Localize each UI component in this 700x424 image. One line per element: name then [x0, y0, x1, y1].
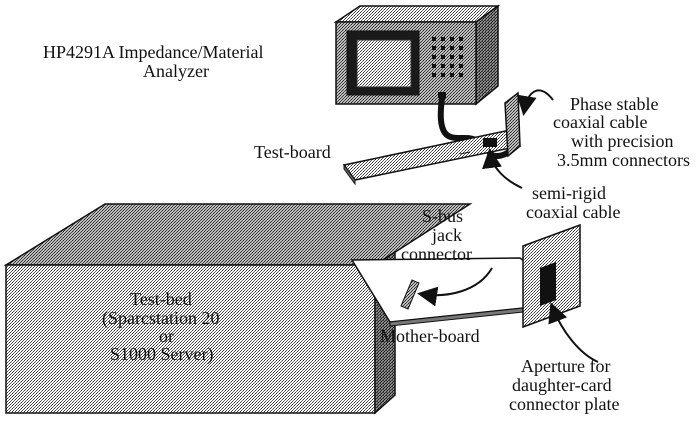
sbus-label-line2: jack — [431, 225, 462, 245]
semirigid-label-line2: coaxial cable — [526, 202, 620, 222]
cable-leader-arrow — [516, 89, 554, 116]
aperture-label-line3: connector plate — [509, 394, 619, 414]
keypad-key — [450, 46, 454, 50]
aperture-leader-arrow — [548, 302, 599, 363]
keypad-key — [441, 73, 445, 77]
test-board-connector — [483, 138, 497, 147]
keypad-key — [459, 46, 463, 50]
test-board — [342, 91, 522, 186]
keypad-key — [450, 37, 454, 41]
keypad-key — [432, 37, 436, 41]
keypad-key — [432, 55, 436, 59]
keypad-key — [450, 73, 454, 77]
keypad-key — [432, 46, 436, 50]
analyzer-keypad — [432, 37, 463, 77]
aperture-label-line1: Aperture for — [521, 356, 610, 376]
sbus-label-line1: S-bus — [422, 206, 463, 226]
test-board-label: Test-board — [254, 142, 331, 162]
keypad-key — [432, 64, 436, 68]
analyzer-side — [475, 4, 499, 106]
labels: HP4291A Impedance/Material Analyzer Phas… — [43, 42, 690, 414]
keypad-key — [441, 64, 445, 68]
test-bed-label-line2: (Sparcstation 20 — [102, 308, 219, 329]
keypad-key — [441, 55, 445, 59]
keypad-key — [450, 64, 454, 68]
keypad-key — [441, 37, 445, 41]
impedance-analyzer — [333, 4, 501, 106]
analyzer-label-line2: Analyzer — [143, 61, 209, 81]
test-board-divider — [459, 151, 471, 155]
test-bed-front — [5, 264, 376, 414]
test-bed-label-line1: Test-bed — [130, 289, 192, 309]
test-bed-label-line4: S1000 Server) — [110, 344, 213, 365]
test-board-panel — [504, 91, 521, 158]
cable-label-line3: with precision — [571, 131, 673, 151]
test-board-edge — [343, 163, 356, 186]
test-bed-label-line3: or — [159, 326, 174, 346]
keypad-key — [432, 73, 436, 77]
analyzer-top — [333, 5, 501, 23]
semirigid-label-line1: semi-rigid — [532, 183, 606, 203]
keypad-key — [450, 55, 454, 59]
aperture-label-line2: daughter-card — [512, 375, 612, 395]
analyzer-screen — [356, 39, 412, 88]
sbus-label-line3: connector — [401, 244, 472, 264]
test-bed-chassis — [3, 203, 473, 415]
aperture-opening — [540, 262, 556, 306]
s-bus-jack — [400, 279, 420, 310]
sbus-leader-arrow — [417, 267, 493, 307]
keypad-key — [459, 64, 463, 68]
cable-label-line2: coaxial cable — [553, 112, 647, 132]
keypad-key — [441, 46, 445, 50]
mother-board-label: Mother-board — [380, 326, 480, 346]
leader-arrows — [417, 89, 599, 363]
keypad-key — [459, 55, 463, 59]
keypad-key — [459, 73, 463, 77]
semirigid-leader-arrow — [482, 148, 523, 189]
analyzer-label-line1: HP4291A Impedance/Material — [43, 42, 263, 62]
keypad-key — [459, 37, 463, 41]
cable-label-line4: 3.5mm connectors — [557, 150, 690, 170]
cable-label-line1: Phase stable — [570, 94, 658, 114]
